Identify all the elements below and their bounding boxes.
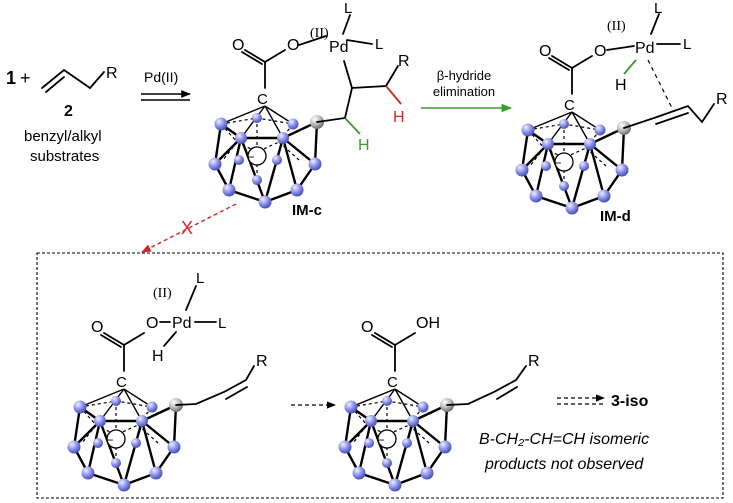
im-d-ligand-bonds xyxy=(650,13,681,45)
bl-palladium: Pd xyxy=(172,315,192,332)
alkyl-chain xyxy=(316,65,399,123)
compound-2-label: 2 xyxy=(64,103,73,120)
substrate-text-1: benzyl/alkyl xyxy=(24,128,102,145)
compound-1-label: 1 xyxy=(6,68,16,88)
im-d-carbonyl-oxygen: O xyxy=(539,43,551,60)
ligand-top: L xyxy=(344,0,352,17)
im-d-carboxyl-bonds xyxy=(571,55,593,95)
bm-cage-carbon: C xyxy=(387,374,398,391)
allyl-double-bond xyxy=(45,76,65,93)
pd-alkene-interaction xyxy=(647,59,675,113)
bl-ligand-top: L xyxy=(196,270,204,287)
ligand-right: L xyxy=(375,36,383,53)
bl-minus-charge: − xyxy=(106,433,113,447)
im-d-palladium: Pd xyxy=(635,40,655,57)
pd-oxidation-state: (II) xyxy=(310,26,329,41)
note-line-2: products not observed xyxy=(484,456,644,473)
bm-chain xyxy=(446,365,527,406)
carboxyl-bonds xyxy=(264,49,286,89)
carbonyl-double-bond xyxy=(241,49,266,65)
im-d-hydride: H xyxy=(615,77,627,94)
carboxylic-acid-species: C − O OH R xyxy=(337,315,540,493)
im-d-label: IM-d xyxy=(600,208,631,225)
bm-hydroxyl: OH xyxy=(416,315,440,332)
green-hydrogen: H xyxy=(358,137,370,154)
im-d-r-group: R xyxy=(716,91,728,108)
bl-carbonyl xyxy=(100,332,125,348)
bl-carbonyl-oxygen: O xyxy=(91,319,103,336)
intermediate-im-c: C − O O (II) Pd L L R H H IM-c xyxy=(207,0,410,219)
carborane-cage-bottom-mid xyxy=(337,387,456,493)
bl-double-bond xyxy=(225,386,248,400)
green-ch-bond xyxy=(344,117,361,135)
bm-minus-charge: − xyxy=(377,433,384,447)
bl-r-group: R xyxy=(256,353,268,370)
bl-hydride: H xyxy=(152,348,164,365)
bl-chain xyxy=(175,365,255,406)
bm-double-bond xyxy=(496,386,518,400)
im-d-oxidation-state: (II) xyxy=(607,19,626,34)
note-line-1: B-CH₂-CH=CH isomeric xyxy=(479,431,649,448)
im-c-r-group: R xyxy=(398,53,410,70)
blocked-pathway: X xyxy=(141,203,237,253)
im-d-o-pd-bond xyxy=(606,45,635,51)
im-d-chain xyxy=(623,103,715,129)
product-label: 3-iso xyxy=(611,393,649,410)
bl-pd-h-bond xyxy=(163,331,177,347)
blocked-x-mark: X xyxy=(181,218,193,238)
ester-oxygen: O xyxy=(287,37,299,54)
im-d-ester-oxygen: O xyxy=(594,43,606,60)
beta-hydride-arrow: β-hydride elimination xyxy=(421,68,513,113)
palladium-atom: Pd xyxy=(329,39,349,56)
alternative-pathway-box xyxy=(36,252,724,499)
im-c-label: IM-c xyxy=(292,202,322,219)
reagent-label: Pd(II) xyxy=(144,69,178,85)
allyl-skeleton xyxy=(41,68,105,90)
im-d-minus-charge: − xyxy=(554,156,561,170)
bm-r-group: R xyxy=(528,353,540,370)
bl-oxidation-state: (II) xyxy=(153,286,172,301)
intermediate-im-d: C − O O (II) Pd L L H R IM-d xyxy=(514,0,728,225)
reactant-group: 1 + R 2 benzyl/alkyl substrates xyxy=(6,65,118,165)
red-ch-bond xyxy=(385,85,402,105)
carborane-cage-im-c xyxy=(207,104,326,210)
beta-label-2: elimination xyxy=(433,84,495,99)
im-d-carbonyl xyxy=(548,55,573,71)
bl-ligand-right: L xyxy=(218,315,226,332)
cage-carbon-label: C xyxy=(257,91,268,108)
pd-hydride-species: C − O O (II) Pd L L H R xyxy=(66,270,268,493)
dashed-arrows-to-product xyxy=(557,394,605,405)
o-pd-bond xyxy=(298,35,327,46)
minus-charge: − xyxy=(247,150,254,164)
carborane-cage-im-d xyxy=(514,110,633,216)
im-d-double-bond xyxy=(655,112,689,125)
bl-carboxyl-bonds xyxy=(123,332,145,372)
carborane-cage-bottom-left xyxy=(66,387,185,493)
substrate-text-2: substrates xyxy=(30,148,99,165)
carbonyl-oxygen: O xyxy=(232,37,244,54)
pd-h-bond xyxy=(623,59,637,75)
bl-ester-oxygen: O xyxy=(146,315,158,332)
bm-carboxyl-bonds xyxy=(394,332,416,372)
beta-label-1: β-hydride xyxy=(437,68,491,83)
im-d-cage-carbon: C xyxy=(564,97,575,114)
bm-carbonyl xyxy=(371,332,396,348)
im-d-ligand-top: L xyxy=(654,0,662,17)
pd-ligand-bonds xyxy=(342,14,373,45)
plus-sign: + xyxy=(20,68,31,88)
bl-cage-carbon: C xyxy=(116,374,127,391)
bm-carbonyl-oxygen: O xyxy=(361,319,373,336)
pd-carbon-bond xyxy=(343,60,353,89)
red-hydrogen: H xyxy=(393,109,405,126)
bl-ligand-bonds xyxy=(185,285,217,323)
allyl-r-group: R xyxy=(106,65,118,82)
im-d-ligand-right: L xyxy=(683,36,691,53)
pd-arrow: Pd(II) xyxy=(141,69,191,101)
